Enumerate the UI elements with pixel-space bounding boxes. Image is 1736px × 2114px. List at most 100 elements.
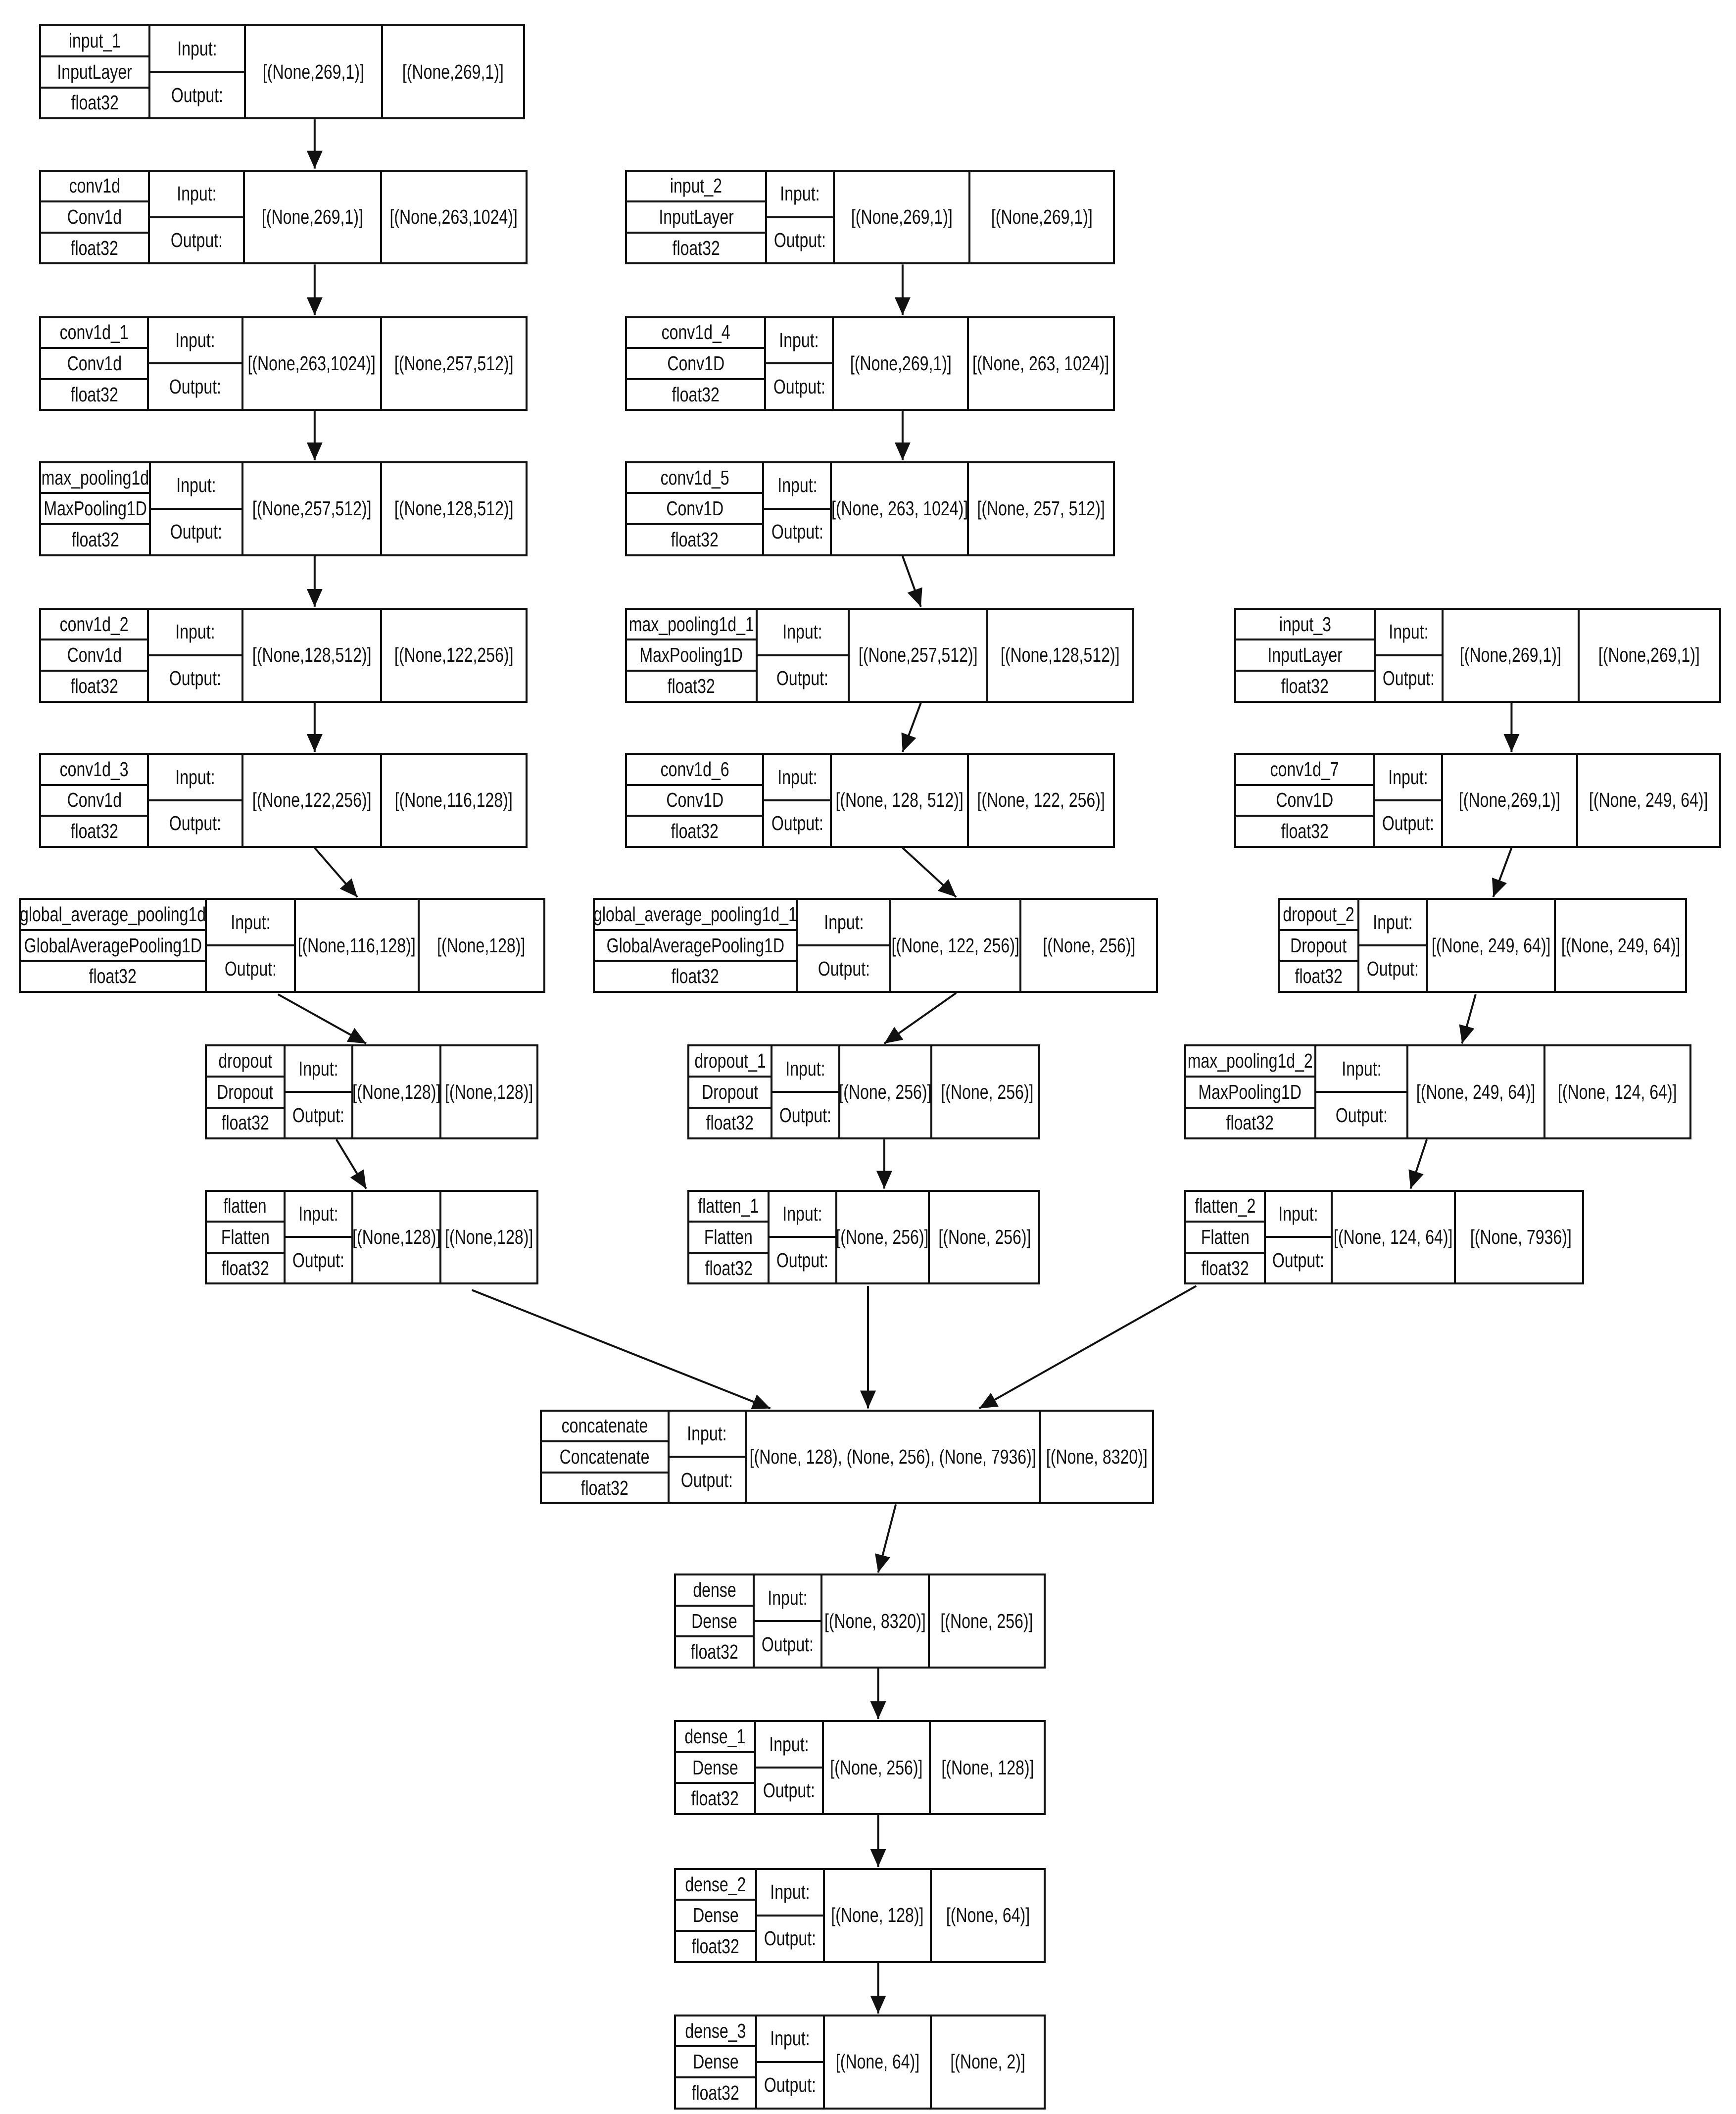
layer-name: dropout — [218, 1049, 272, 1073]
layer-type-cell: MaxPooling1D — [41, 492, 149, 523]
output-label-cell: Output: — [1316, 1091, 1407, 1137]
input-label-cell: Input: — [1266, 1192, 1330, 1236]
output-shape: [(None,128)] — [445, 1080, 533, 1103]
input-label: Input: — [782, 1202, 822, 1225]
layer-name: global_average_pooling1d — [20, 903, 206, 926]
output-shape: [(None, 7936)] — [1470, 1225, 1572, 1248]
input-label: Input: — [298, 1057, 338, 1080]
layer-name-cell: global_average_pooling1d_1 — [593, 900, 797, 929]
layer-dtype: float32 — [691, 1787, 739, 1810]
input-shape-cell: [(None, 256)] — [824, 1722, 931, 1813]
layer-name-cell: conv1d_1 — [41, 318, 147, 347]
output-shape-cell: [(None, 256)] — [930, 1192, 1040, 1283]
input-label: Input: — [777, 474, 818, 497]
io-labels: Input:Output: — [1316, 1046, 1409, 1138]
output-label-cell: Output: — [757, 1914, 823, 1961]
input-shape-cell: [(None, 128, 512)] — [832, 755, 969, 846]
output-shape: [(None, 256)] — [940, 1609, 1033, 1632]
input-shape-cell: [(None,128,512)] — [243, 609, 382, 701]
layer-type-cell: Conv1D — [627, 784, 763, 815]
layer-name-cell: conv1d_4 — [627, 318, 764, 347]
output-shape: [(None,257,512)] — [394, 351, 514, 375]
layer-type: Flatten — [1201, 1225, 1250, 1248]
output-shape: [(None,128)] — [437, 934, 526, 957]
input-shape-cell: [(None,269,1)] — [246, 26, 383, 118]
output-shape: [(None,263,1024)] — [389, 205, 518, 228]
input-shape: [(None, 8320)] — [824, 1609, 926, 1632]
layer-type: MaxPooling1D — [1198, 1080, 1302, 1103]
input-shape-cell: [(None,269,1)] — [1443, 755, 1578, 846]
layer-dtype-cell: float32 — [676, 1635, 753, 1667]
input-shape: [(None, 256)] — [830, 1756, 923, 1779]
layer-type-cell: Dense — [676, 1751, 754, 1782]
input-label-cell: Input: — [207, 900, 294, 944]
layer-dtype-cell: float32 — [676, 1782, 754, 1813]
layer-name-cell: conv1d_3 — [41, 755, 147, 784]
layer-type: Dense — [692, 1904, 739, 1927]
io-labels: Input:Output: — [766, 318, 834, 409]
layer-name: max_pooling1d_2 — [1187, 1049, 1313, 1073]
layer-dtype-cell: float32 — [206, 1251, 284, 1283]
layer-dtype: float32 — [705, 1256, 753, 1279]
input-label: Input: — [175, 620, 215, 643]
layer-dtype-cell: float32 — [541, 1471, 668, 1503]
output-label-cell: Output: — [149, 362, 242, 409]
input-label-cell: Input: — [1375, 755, 1441, 799]
output-label: Output: — [292, 1103, 345, 1127]
layer-type-cell: Dropout — [206, 1075, 284, 1107]
input-label: Input: — [176, 182, 217, 205]
layer-dtype-cell: float32 — [689, 1106, 771, 1138]
layer-name-cell: dense_3 — [676, 2016, 755, 2046]
input-shape-cell: [(None, 263, 1024)] — [831, 463, 969, 554]
output-label-cell: Output: — [767, 216, 833, 263]
input-shape: [(None,257,512)] — [858, 643, 978, 667]
input-shape: [(None,269,1)] — [851, 205, 953, 228]
output-shape: [(None, 249, 64)] — [1561, 934, 1681, 957]
output-shape-cell: [(None,269,1)] — [1580, 610, 1719, 701]
input-label-cell: Input: — [757, 1870, 823, 1915]
input-label-cell: Input: — [757, 2016, 823, 2061]
output-label-cell: Output: — [764, 799, 830, 846]
output-label-cell: Output: — [757, 654, 848, 701]
output-label-cell: Output: — [756, 1767, 822, 1813]
edge-dropout_2-to-max_pooling1d_2 — [1459, 994, 1477, 1044]
layer-type: MaxPooling1D — [639, 643, 743, 667]
layer-name: dense_3 — [685, 2019, 746, 2042]
layer-type: InputLayer — [658, 205, 734, 228]
layer-dtype: float32 — [1281, 674, 1329, 697]
layer-type-cell: Conv1D — [1236, 784, 1373, 815]
input-shape: [(None, 124, 64)] — [1333, 1225, 1453, 1248]
io-labels: Input:Output: — [1359, 900, 1429, 991]
output-label-cell: Output: — [757, 2061, 823, 2108]
output-label: Output: — [169, 667, 222, 690]
input-label: Input: — [768, 1586, 808, 1609]
input-label: Input: — [687, 1422, 727, 1445]
output-shape-cell: [(None,263,1024)] — [382, 172, 526, 263]
layer-name-cell: max_pooling1d_1 — [627, 610, 755, 639]
input-label-cell: Input: — [798, 900, 890, 944]
input-label-cell: Input: — [756, 1722, 822, 1767]
layer-type: Dropout — [1290, 934, 1347, 957]
edge-conv1d_6-to-gap1d_1 — [902, 847, 957, 898]
layer-name-cell: conv1d_7 — [1236, 755, 1373, 784]
input-label-cell: Input: — [758, 610, 848, 654]
output-shape-cell: [(None, 256)] — [932, 1046, 1042, 1137]
layer-dtype-cell: float32 — [627, 670, 756, 701]
layer-type-cell: Conv1d — [41, 639, 147, 670]
input-shape: [(None,269,1)] — [1458, 788, 1560, 812]
io-labels: Input:Output: — [764, 463, 832, 554]
output-shape: [(None,128)] — [445, 1225, 533, 1248]
layer-type-cell: InputLayer — [1236, 639, 1374, 670]
output-label-cell: Output: — [149, 216, 243, 263]
input-shape-cell: [(None,263,1024)] — [243, 318, 382, 409]
